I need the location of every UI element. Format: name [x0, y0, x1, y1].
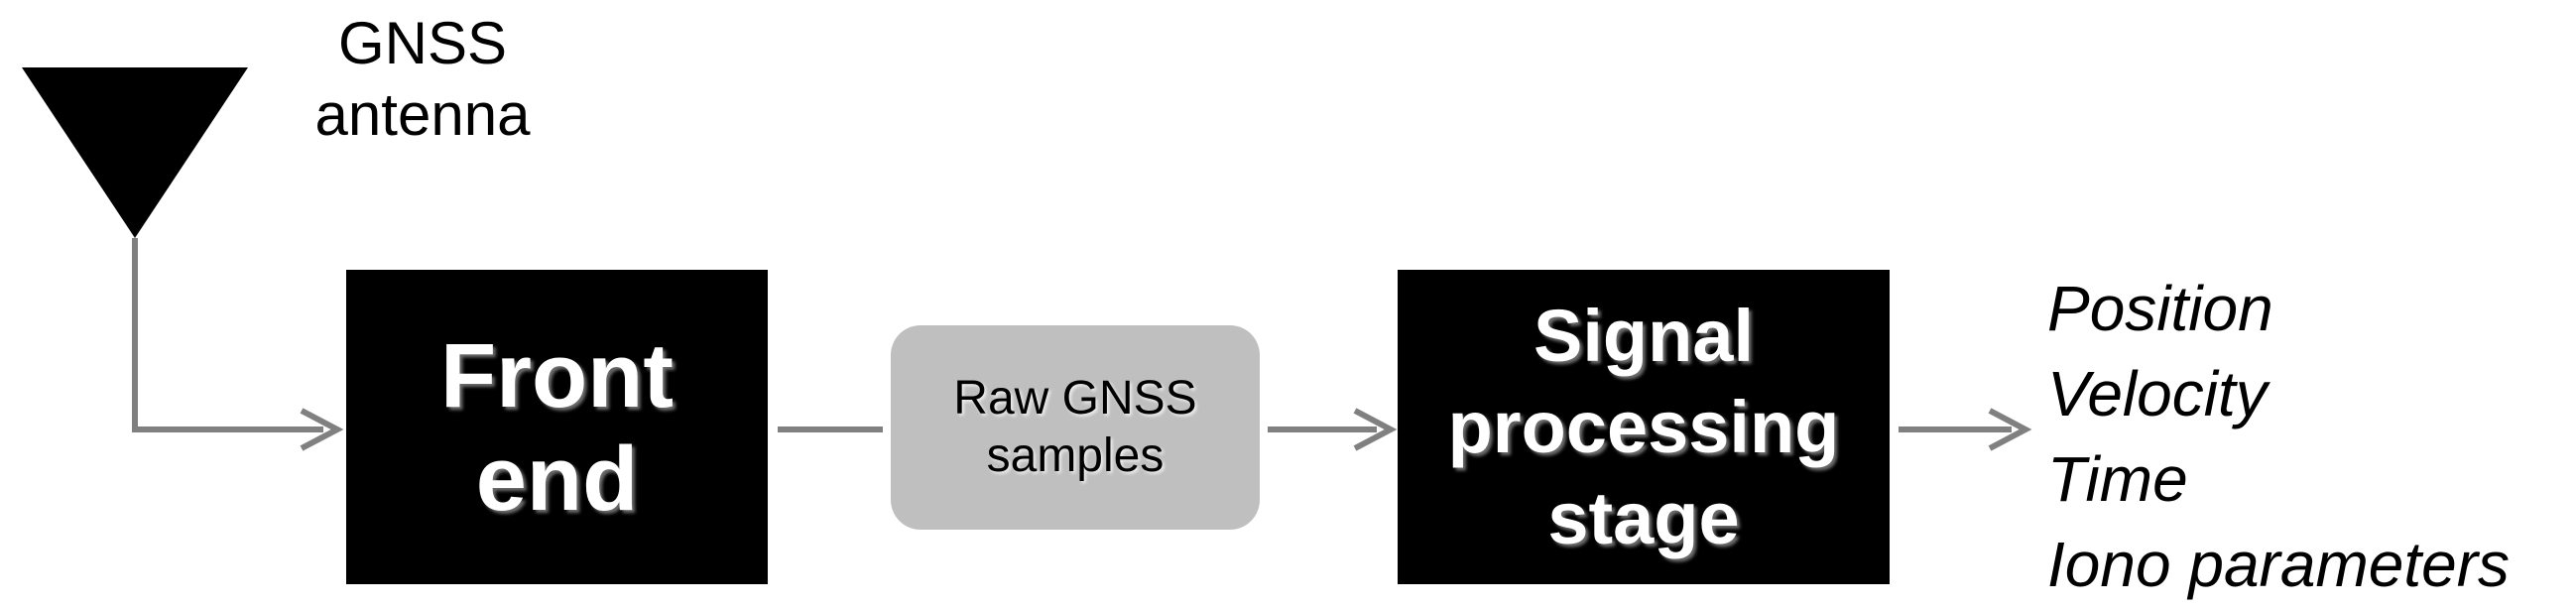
output-velocity: Velocity [2047, 358, 2268, 429]
arrowhead-outputs [1988, 408, 2032, 451]
antenna-label-line1: GNSS [337, 10, 508, 76]
front-end-line1: Front [439, 324, 675, 426]
front-end-block: Front end [346, 270, 768, 584]
antenna-icon [22, 67, 248, 238]
raw-samples-box: Raw GNSS samples [891, 325, 1260, 530]
signal-processing-line1: Signal [1533, 294, 1755, 377]
signal-processing-line3: stage [1547, 476, 1740, 559]
raw-samples-line1: Raw GNSS [953, 372, 1197, 425]
raw-samples-line2: samples [986, 429, 1165, 482]
antenna-label: GNSS antenna [294, 14, 552, 157]
output-iono-parameters: Iono parameters [2047, 529, 2511, 600]
signal-processing-block: Signal processing stage [1398, 270, 1890, 584]
arrowhead-signal-processing [1353, 408, 1398, 451]
output-position: Position [2047, 273, 2273, 344]
signal-processing-line2: processing [1447, 385, 1840, 468]
arrowhead-front-end [300, 408, 344, 451]
outputs-list: Position Velocity Time Iono parameters [2047, 266, 2573, 607]
front-end-line2: end [475, 427, 639, 530]
antenna-label-line2: antenna [314, 81, 531, 148]
antenna-to-front-end-connector [132, 238, 323, 432]
output-time: Time [2047, 443, 2188, 515]
